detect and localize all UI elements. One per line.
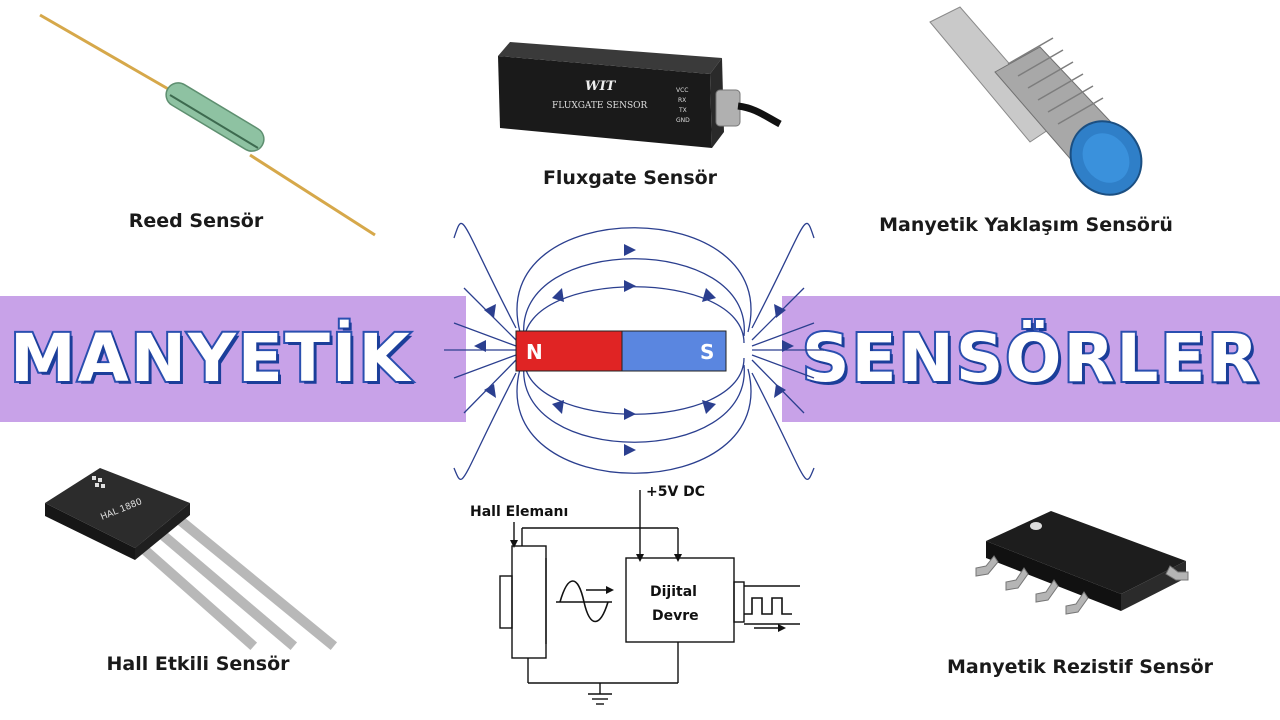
digital-circuit-line2: Devre (652, 608, 699, 624)
banner-title-left: MANYETİK (8, 318, 412, 399)
supply-voltage-label: +5V DC (646, 484, 705, 500)
bar-magnet-field-diagram: N S (444, 222, 824, 480)
magnetoresistive-sensor-image (975, 511, 1189, 615)
fluxgate-pin-rx: RX (678, 97, 686, 104)
fluxgate-pin-tx: TX (678, 107, 687, 114)
magnetic-proximity-sensor-caption: Manyetik Yaklaşım Sensörü (879, 214, 1173, 236)
magnet-south-label: S (700, 340, 714, 364)
fluxgate-label-text: FLUXGATE SENSOR (552, 101, 648, 111)
field-lines (444, 222, 824, 480)
reed-sensor-caption: Reed Sensör (128, 210, 264, 232)
hall-element-body (511, 545, 547, 659)
field-arrows (474, 244, 794, 456)
banner-band-left (0, 296, 466, 422)
magnet-north-label: N (526, 340, 543, 364)
hall-element-label: Hall Elemanı (470, 504, 568, 520)
magnet-south-pole (621, 330, 727, 372)
hall-circuit-diagram: +5V DC Hall Elemanı Dijital Devre (470, 484, 800, 705)
digital-circuit-line1: Dijital (650, 584, 697, 600)
fluxgate-sensor-image: WIT FLUXGATE SENSOR VCC RX TX GND (498, 42, 782, 148)
magnetic-proximity-sensor-image (929, 6, 1143, 196)
hall-effect-sensor-image: HAL 1880 (45, 468, 338, 651)
banner-band-right (782, 296, 1280, 422)
fluxgate-sensor-caption: Fluxgate Sensör (542, 167, 718, 189)
fluxgate-brand-text: WIT (585, 79, 617, 94)
banner-title-right: SENSÖRLER (800, 318, 1261, 399)
fluxgate-pin-gnd: GND (676, 117, 690, 124)
reed-sensor-image (39, 13, 376, 237)
hall-chip-logo (92, 476, 105, 488)
digital-circuit-box (625, 557, 735, 643)
hall-effect-sensor-caption: Hall Etkili Sensör (106, 653, 290, 675)
magnetoresistive-sensor-caption: Manyetik Rezistif Sensör (946, 656, 1214, 678)
fluxgate-pin-vcc: VCC (676, 87, 688, 94)
